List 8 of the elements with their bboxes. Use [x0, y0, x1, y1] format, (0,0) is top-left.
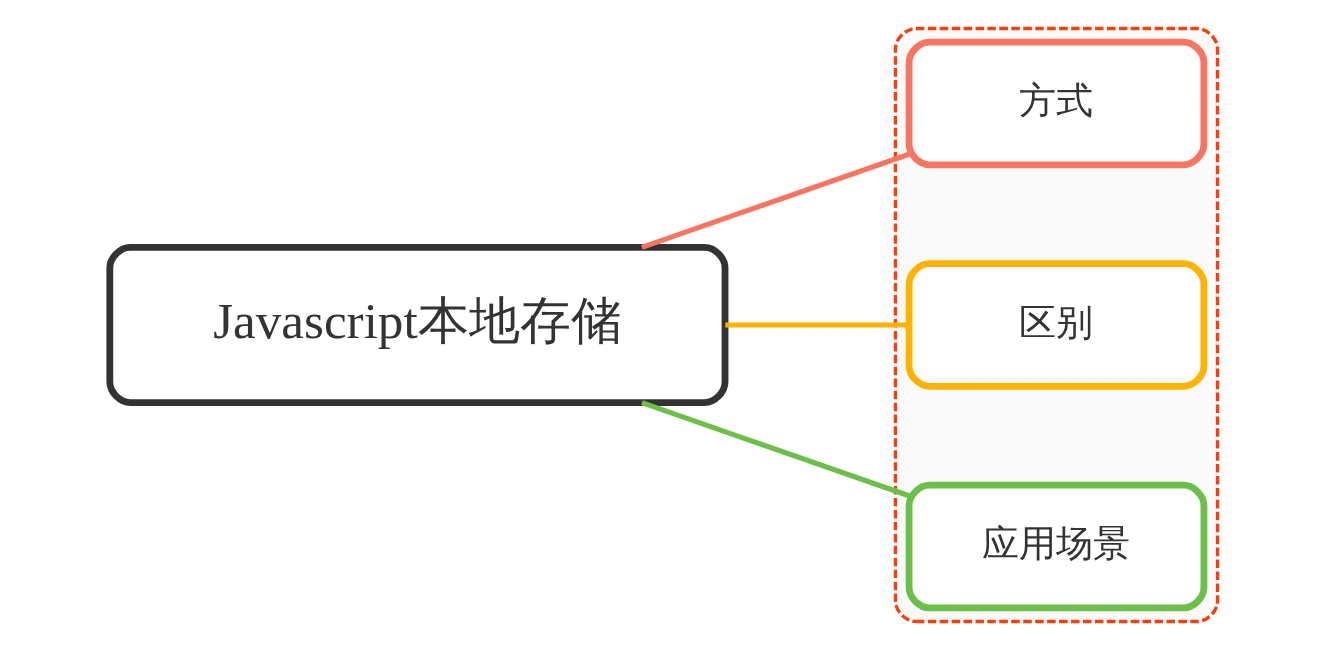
node-box: 区别	[905, 260, 1208, 390]
node-box: Javascript本地存储	[106, 244, 729, 406]
connector	[641, 400, 910, 499]
node-box: 应用场景	[905, 481, 1208, 612]
node-box: 方式	[905, 38, 1208, 169]
connector	[725, 322, 909, 328]
cluster	[893, 26, 1220, 624]
connector	[641, 151, 910, 250]
